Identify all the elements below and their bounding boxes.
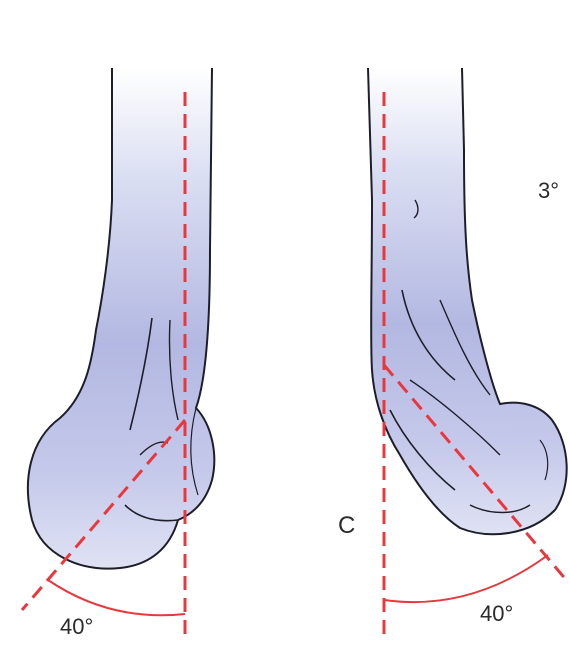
top-right-degree-label: 3° bbox=[538, 180, 559, 202]
right-femur-body bbox=[368, 68, 567, 534]
right-angle-arc bbox=[384, 555, 548, 602]
right-femur-drawing bbox=[368, 68, 567, 534]
c-marker-label: C bbox=[338, 514, 355, 538]
right-angle-label: 40° bbox=[480, 603, 513, 625]
left-angle-arc bbox=[48, 580, 185, 615]
left-angle-label: 40° bbox=[60, 616, 93, 638]
